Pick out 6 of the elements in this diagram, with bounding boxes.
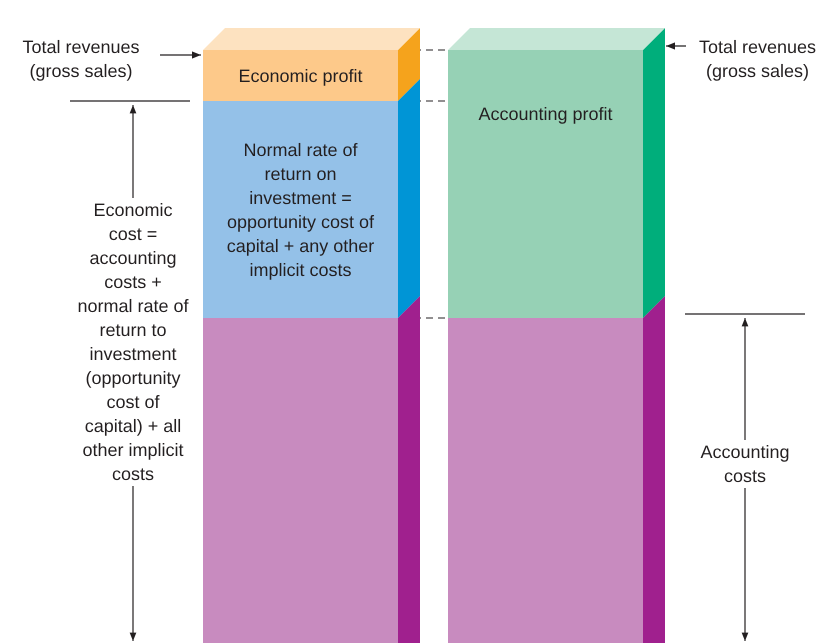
arrow [160,51,201,59]
arrow [666,42,686,50]
callout-text: Total revenues (gross sales) [2,34,160,84]
bar-segment [448,296,665,643]
callout-text: Total revenues (gross sales) [675,34,840,84]
bar-segment [203,296,420,643]
